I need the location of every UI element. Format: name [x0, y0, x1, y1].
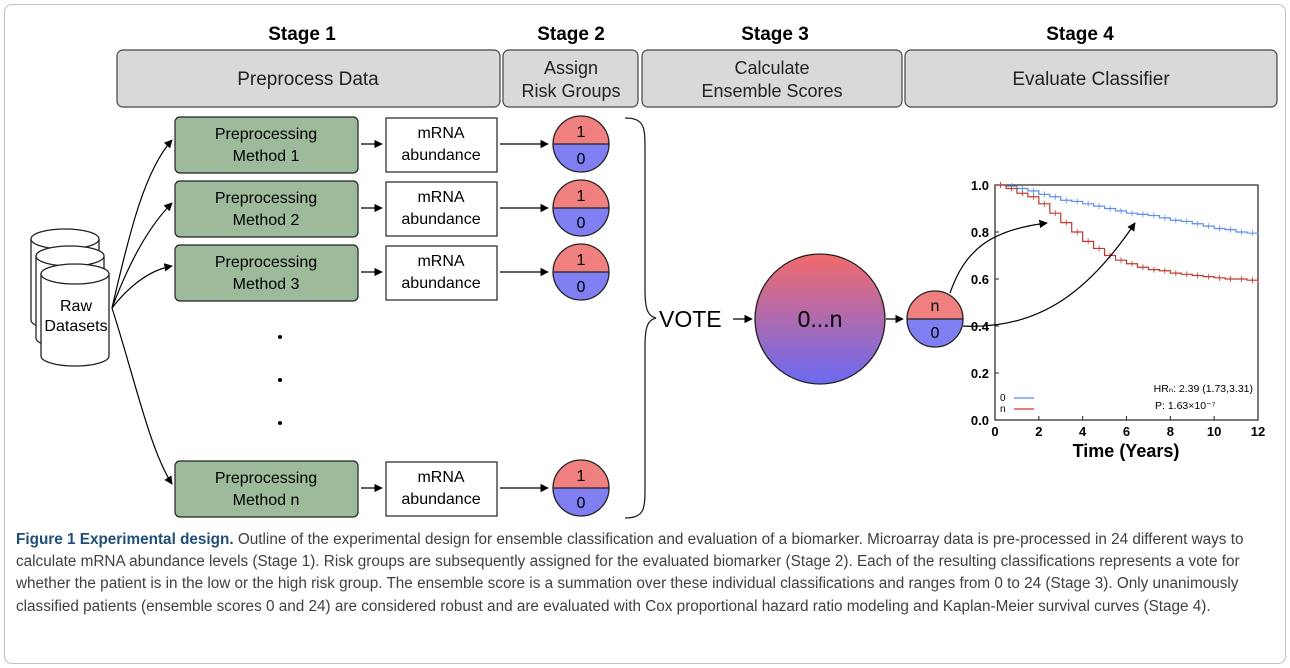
x-tick-label: 6: [1123, 424, 1130, 439]
fanout-arrows: [111, 139, 173, 485]
risk-circle-2: 1 0: [552, 179, 610, 237]
mrna-abundance-n-box: [385, 461, 498, 517]
method-n-line2: Method n: [233, 492, 300, 509]
x-tick-label: 8: [1167, 424, 1174, 439]
abundance-2-line2: abundance: [401, 211, 480, 228]
abundance-1-line2: abundance: [401, 147, 480, 164]
y-tick-label: 0.0: [971, 413, 989, 428]
mrna-abundance-2-box: [385, 181, 498, 237]
stage-2-label: Stage 2: [537, 24, 605, 45]
caption-text: Outline of the experimental design for e…: [16, 531, 1244, 615]
method-2-line2: Method 2: [233, 212, 300, 229]
stage-2-box: [502, 49, 639, 108]
risk-circle-3-top: 1: [577, 252, 586, 269]
risk-circle-3: 1 0: [552, 243, 610, 301]
curve-arrows: [949, 219, 1136, 327]
preprocessing-method-2-box: [174, 180, 359, 238]
x-tick-label: 10: [1207, 424, 1221, 439]
abundance-n-line1: mRNA: [417, 469, 464, 486]
risk-circle-2-bottom: 0: [577, 215, 586, 232]
preprocessing-method-n-box: [174, 460, 359, 518]
x-axis-label: Time (Years): [1073, 441, 1180, 461]
x-tick-label: 2: [1035, 424, 1042, 439]
y-tick-label: 0.8: [971, 225, 989, 240]
survival-curves: [995, 182, 1259, 284]
method-row-1: Preprocessing Method 1 mRNA abundance 1 …: [174, 115, 610, 174]
abundance-2-line1: mRNA: [417, 189, 464, 206]
x-tick-label: 12: [1251, 424, 1265, 439]
x-tick-label: 4: [1079, 424, 1087, 439]
figure-caption: Figure 1 Experimental design. Outline of…: [16, 529, 1278, 618]
method-row-3: Preprocessing Method 3 mRNA abundance 1 …: [174, 243, 610, 302]
y-tick-label: 1.0: [971, 178, 989, 193]
stage-2-box-text-2: Risk Groups: [521, 81, 620, 101]
vote-label: VOTE: [659, 306, 722, 332]
ellipsis-dots: [278, 335, 282, 425]
stage-1-box-text: Preprocess Data: [237, 69, 379, 90]
abundance-1-line1: mRNA: [417, 125, 464, 142]
method-n-line1: Preprocessing: [215, 470, 317, 487]
y-tick-label: 0.6: [971, 272, 989, 287]
method-3-line2: Method 3: [233, 276, 300, 293]
survival-curve-0: [995, 184, 1259, 235]
curly-brace: [624, 117, 657, 519]
method-3-line1: Preprocessing: [215, 254, 317, 271]
raw-datasets-label-1: Raw: [60, 298, 92, 315]
abundance-3-line2: abundance: [401, 275, 480, 292]
survival-curve-n: [995, 184, 1259, 284]
mrna-abundance-3-box: [385, 245, 498, 301]
stage-4-box-text: Evaluate Classifier: [1012, 69, 1170, 90]
figure-frame: [4, 4, 1286, 664]
stage-4-box: [904, 49, 1278, 108]
mrna-abundance-1-box: [385, 117, 498, 173]
hazard-ratio-annotation: HRₙ: 2.39 (1.73,3.31): [1154, 383, 1253, 395]
risk-circle-1-top: 1: [577, 124, 586, 141]
legend-label-n: n: [1000, 404, 1006, 415]
caption-title: Figure 1 Experimental design.: [16, 531, 234, 548]
preprocessing-method-1-box: [174, 116, 359, 174]
abundance-n-line2: abundance: [401, 491, 480, 508]
legend-label-0: 0: [1000, 393, 1006, 404]
stage-4-label: Stage 4: [1046, 24, 1114, 45]
stage-3-box-text-1: Calculate: [734, 58, 809, 78]
method-1-line1: Preprocessing: [215, 126, 317, 143]
final-classification-circle: n 0: [906, 290, 964, 348]
raw-datasets-icon: Raw Datasets: [30, 228, 110, 367]
risk-circle-1-bottom: 0: [577, 151, 586, 168]
abundance-3-line1: mRNA: [417, 253, 464, 270]
method-1-line2: Method 1: [233, 148, 300, 165]
risk-circle-n-top: 1: [577, 468, 586, 485]
stage-3-box: [641, 49, 903, 108]
ensemble-score-circle: 0...n: [754, 253, 886, 385]
p-value-annotation: P: 1.63×10⁻⁷: [1155, 400, 1216, 412]
ensemble-label: 0...n: [798, 306, 843, 332]
stage-3-box-text-2: Ensemble Scores: [701, 81, 842, 101]
risk-circle-n: 1 0: [552, 459, 610, 517]
legend: 0 n: [1000, 393, 1034, 415]
stage-1-box: [116, 49, 501, 108]
x-tick-label: 0: [991, 424, 998, 439]
method-2-line1: Preprocessing: [215, 190, 317, 207]
stage-2-box-text-1: Assign: [544, 58, 598, 78]
risk-circle-1: 1 0: [552, 115, 610, 173]
stage-3-label: Stage 3: [741, 24, 809, 45]
raw-datasets-label-2: Datasets: [44, 318, 107, 335]
risk-circle-2-top: 1: [577, 188, 586, 205]
final-circle-top: n: [931, 298, 940, 315]
stage-1-label: Stage 1: [268, 24, 336, 45]
method-row-2: Preprocessing Method 2 mRNA abundance 1 …: [174, 179, 610, 238]
y-tick-label: 0.2: [971, 366, 989, 381]
final-circle-bottom: 0: [931, 325, 940, 342]
preprocessing-method-3-box: [174, 244, 359, 302]
risk-circle-3-bottom: 0: [577, 279, 586, 296]
risk-circle-n-bottom: 0: [577, 495, 586, 512]
method-row-n: Preprocessing Method n mRNA abundance 1 …: [174, 459, 610, 518]
stage-headers: Stage 1 Stage 2 Stage 3 Stage 4 Preproce…: [116, 24, 1278, 108]
